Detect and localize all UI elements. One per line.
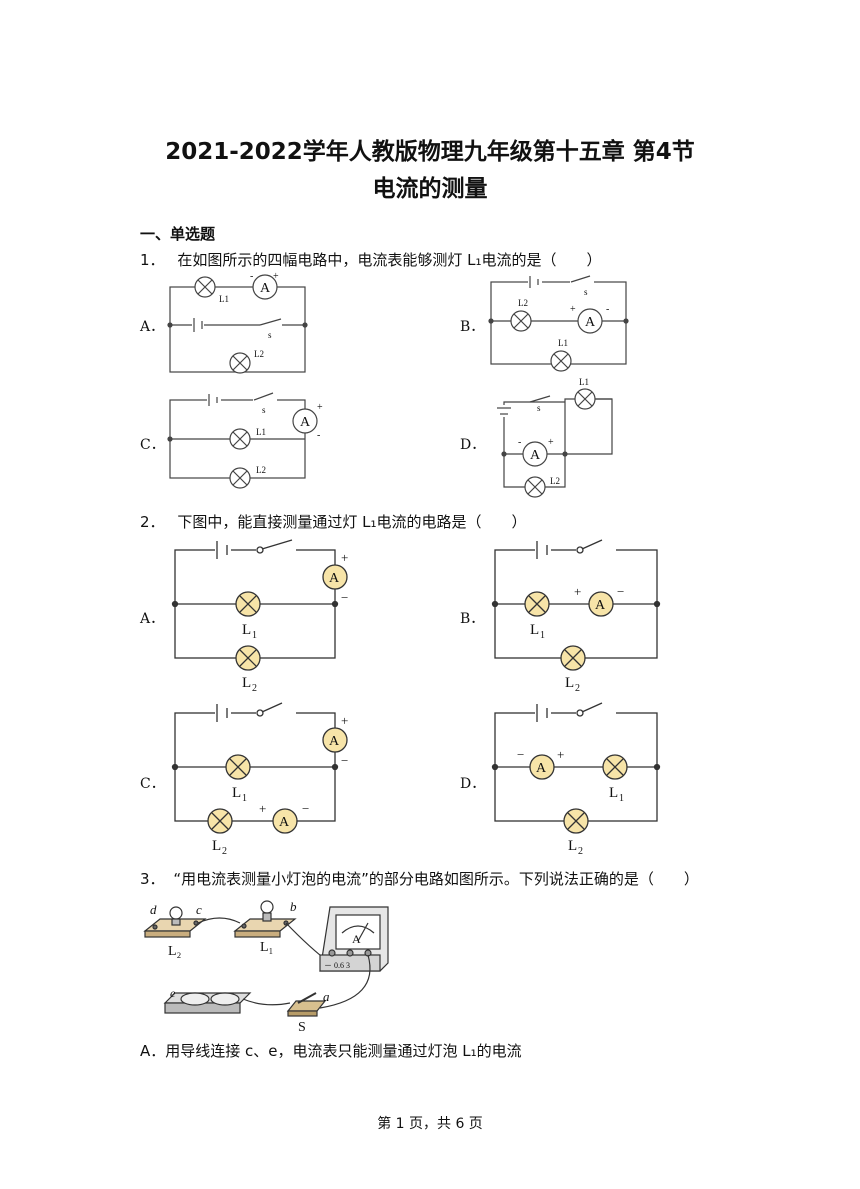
svg-text:L1: L1 (219, 294, 229, 304)
svg-text:−: − (517, 747, 524, 762)
question-1: 1． 在如图所示的四幅电路中，电流表能够测灯 L₁电流的是（ ） (140, 249, 601, 270)
svg-text:A: A (585, 315, 596, 330)
svg-text:L: L (232, 785, 241, 801)
svg-text:s: s (584, 287, 588, 297)
svg-text:L: L (530, 622, 539, 638)
svg-text:A: A (595, 598, 606, 613)
svg-text:-: - (250, 271, 253, 282)
svg-text:A: A (260, 281, 271, 296)
svg-text:L: L (212, 838, 221, 854)
svg-text:L1: L1 (579, 377, 589, 387)
svg-text:A: A (329, 734, 340, 749)
question-2: 2． 下图中，能直接测量通过灯 L₁电流的电路是（ ） (140, 511, 526, 532)
svg-text:c: c (196, 902, 202, 917)
option-label: B． (460, 319, 485, 335)
page-title: 2021-2022学年人教版物理九年级第十五章 第4节 (165, 139, 695, 165)
question-number: 3． (140, 870, 165, 888)
svg-text:2: 2 (222, 846, 227, 857)
svg-text:d: d (150, 902, 157, 917)
svg-text:A: A (352, 932, 361, 946)
svg-text:L: L (568, 838, 577, 854)
section-heading: 一、单选题 (140, 225, 216, 243)
svg-text:S: S (298, 1020, 306, 1035)
svg-text:L2: L2 (256, 465, 266, 475)
svg-text:L1: L1 (558, 338, 568, 348)
svg-text:2: 2 (578, 846, 583, 857)
option-label: D． (460, 776, 486, 792)
svg-text:−: − (341, 753, 348, 768)
svg-text:+: + (259, 801, 266, 816)
question-stem: 下图中，能直接测量通过灯 L₁电流的电路是（ ） (177, 513, 527, 531)
question-number: 2． (140, 513, 165, 531)
option-label: C． (140, 437, 165, 453)
option-label: D． (460, 437, 486, 453)
svg-text:+: + (273, 271, 279, 282)
svg-text:−: − (341, 590, 348, 605)
svg-text:L1: L1 (256, 427, 266, 437)
svg-text:2: 2 (252, 683, 257, 694)
svg-text:L2: L2 (550, 476, 560, 486)
svg-text:−: − (617, 584, 624, 599)
svg-text:L2: L2 (254, 349, 264, 359)
option-label: B． (460, 611, 485, 627)
svg-text:L₂: L₂ (168, 944, 182, 959)
svg-text:A: A (536, 761, 547, 776)
svg-text:L: L (242, 622, 251, 638)
circuit-diagram-q1b: s L2 A + - L1 (488, 275, 629, 372)
svg-text:L: L (242, 675, 251, 691)
question-stem: “用电流表测量小灯泡的电流”的部分电路如图所示。下列说法正确的是（ ） (173, 870, 699, 888)
svg-text:2: 2 (575, 683, 580, 694)
svg-text:e: e (170, 986, 176, 1000)
svg-text:s: s (268, 330, 272, 340)
svg-text:L₁: L₁ (260, 940, 273, 955)
option-label: A． (140, 611, 165, 627)
svg-text:+: + (317, 402, 323, 413)
svg-text:a: a (323, 989, 330, 1004)
circuit-diagram-q1a: A L1 - + s L2 (167, 271, 308, 374)
svg-text:s: s (262, 405, 266, 415)
svg-text:-: - (518, 437, 521, 448)
svg-text:1: 1 (619, 793, 624, 804)
svg-text:b: b (290, 899, 297, 914)
svg-text:－ 0.6 3: － 0.6 3 (324, 961, 350, 970)
svg-text:L2: L2 (518, 298, 528, 308)
svg-text:+: + (570, 304, 576, 315)
svg-text:+: + (574, 584, 581, 599)
svg-text:A: A (329, 571, 340, 586)
svg-text:A: A (530, 448, 541, 463)
circuit-diagram-q1c: s A + - L1 L2 (167, 392, 323, 489)
svg-text:1: 1 (540, 630, 545, 641)
question-number: 1． (140, 251, 165, 269)
experiment-illustration: d c L₂ b L₁ A － 0.6 3 e a S (143, 899, 389, 1035)
circuit-diagram-q1d: s L1 A - + L2 (497, 377, 613, 498)
svg-text:L: L (609, 785, 618, 801)
svg-text:+: + (341, 550, 348, 565)
svg-text:+: + (548, 437, 554, 448)
svg-text:s: s (537, 403, 541, 413)
svg-text:-: - (317, 430, 320, 441)
svg-text:L: L (565, 675, 574, 691)
svg-text:+: + (341, 713, 348, 728)
question-3-option-a: A．用导线连接 c、e，电流表只能测量通过灯泡 L₁的电流 (140, 1042, 522, 1060)
question-stem: 在如图所示的四幅电路中，电流表能够测灯 L₁电流的是（ ） (177, 251, 602, 269)
svg-text:1: 1 (252, 630, 257, 641)
svg-text:-: - (606, 304, 609, 315)
svg-text:A: A (300, 415, 311, 430)
question-3: 3． “用电流表测量小灯泡的电流”的部分电路如图所示。下列说法正确的是（ ） (140, 868, 699, 889)
svg-text:1: 1 (242, 793, 247, 804)
page-footer: 第 1 页，共 6 页 (377, 1116, 483, 1132)
option-label: C． (140, 776, 165, 792)
svg-text:A: A (279, 815, 290, 830)
page-subtitle: 电流的测量 (372, 176, 488, 202)
svg-text:−: − (302, 801, 309, 816)
svg-text:+: + (557, 747, 564, 762)
option-label: A． (140, 319, 165, 335)
